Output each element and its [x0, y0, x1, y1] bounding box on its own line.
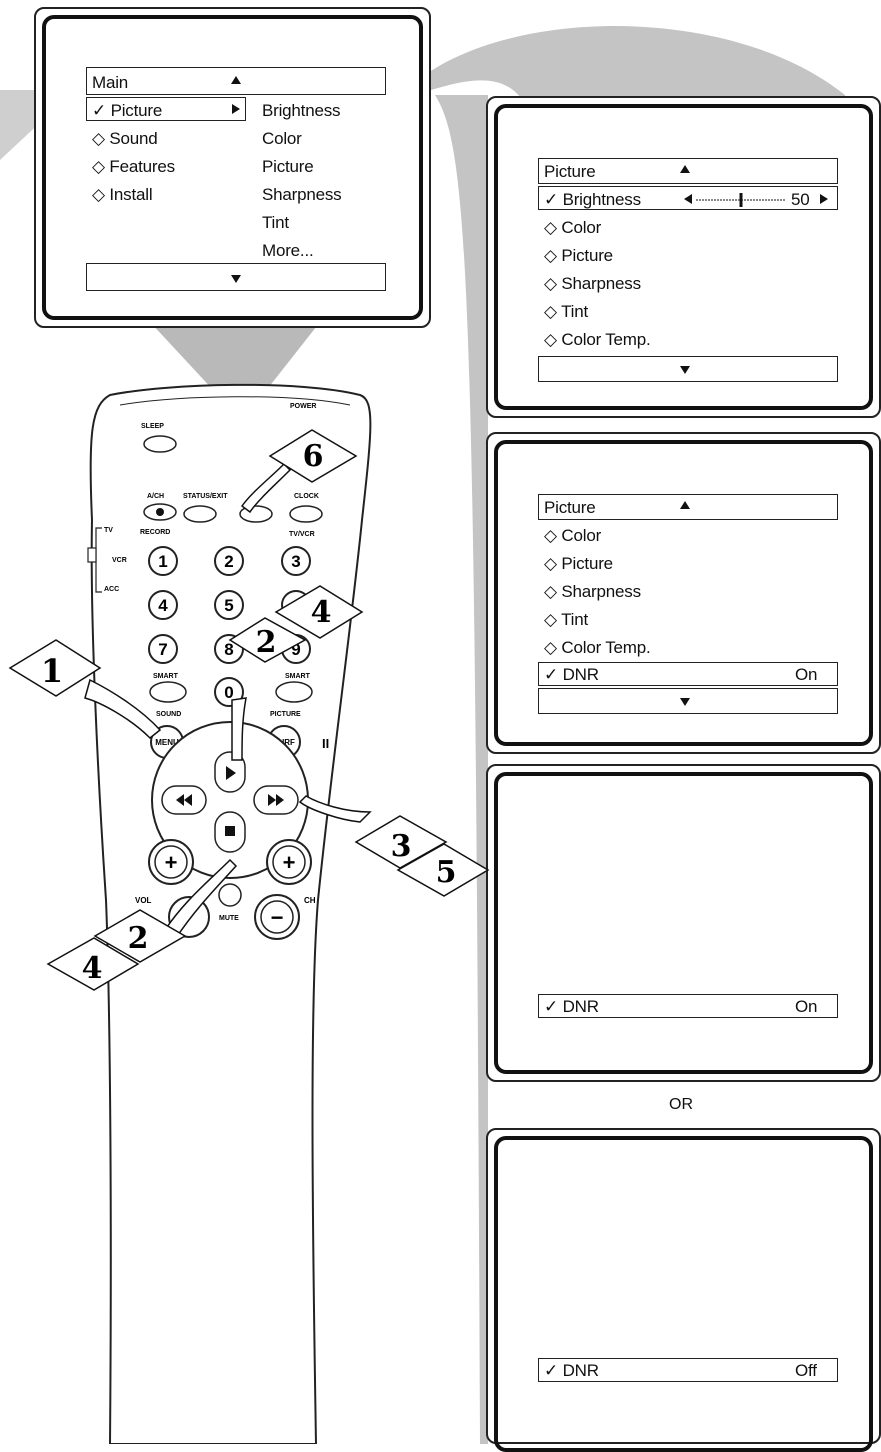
- sleep-button[interactable]: [144, 436, 176, 452]
- acc-mode-label: ACC: [104, 586, 119, 593]
- status-label: STATUS/EXIT: [183, 493, 228, 500]
- vol-plus-icon: +: [165, 850, 178, 875]
- record-label: RECORD: [140, 529, 170, 536]
- digit-2-label: 2: [224, 552, 233, 571]
- vcr-mode-label: VCR: [112, 557, 127, 564]
- digit-7-label: 7: [158, 640, 167, 659]
- step-2b-label: 2: [128, 921, 149, 956]
- smart-picture-button[interactable]: [276, 682, 312, 702]
- tvvcr-label: TV/VCR: [289, 531, 315, 538]
- step-5-label: 5: [436, 855, 457, 890]
- smart-left-label: SMART: [153, 673, 179, 680]
- step-3-label: 3: [391, 829, 412, 864]
- ach-label: A/CH: [147, 493, 164, 500]
- ch-minus-icon: −: [271, 905, 284, 930]
- power-label: POWER: [290, 403, 316, 410]
- pause-icon[interactable]: II: [322, 736, 329, 751]
- stop-icon: [225, 826, 235, 836]
- step-4b-label: 4: [82, 951, 103, 986]
- tv-mode-label: TV: [104, 527, 113, 534]
- mute-button[interactable]: [219, 884, 241, 906]
- digit-5-label: 5: [224, 596, 233, 615]
- mute-label: MUTE: [219, 915, 239, 922]
- step-1-label: 1: [41, 652, 63, 690]
- sleep-label: SLEEP: [141, 423, 164, 430]
- ch-plus-icon: +: [283, 850, 296, 875]
- status-exit-button[interactable]: [184, 506, 216, 522]
- digit-0-label: 0: [224, 683, 233, 702]
- clock-label: CLOCK: [294, 493, 319, 500]
- picture-label: PICTURE: [270, 711, 301, 718]
- step-4-label: 4: [311, 595, 332, 630]
- step-6-label: 6: [303, 439, 324, 474]
- digit-4-label: 4: [158, 596, 168, 615]
- digit-1-label: 1: [158, 552, 167, 571]
- mode-switch[interactable]: [88, 548, 96, 562]
- step-2-label: 2: [256, 625, 277, 660]
- record-dot-icon: [156, 508, 164, 516]
- ch-label: CH: [304, 896, 316, 905]
- smart-right-label: SMART: [285, 673, 311, 680]
- smart-sound-button[interactable]: [150, 682, 186, 702]
- digit-8-label: 8: [224, 640, 233, 659]
- clock-button[interactable]: [290, 506, 322, 522]
- digit-3-label: 3: [291, 552, 300, 571]
- vol-label: VOL: [135, 896, 152, 905]
- sound-label: SOUND: [156, 711, 181, 718]
